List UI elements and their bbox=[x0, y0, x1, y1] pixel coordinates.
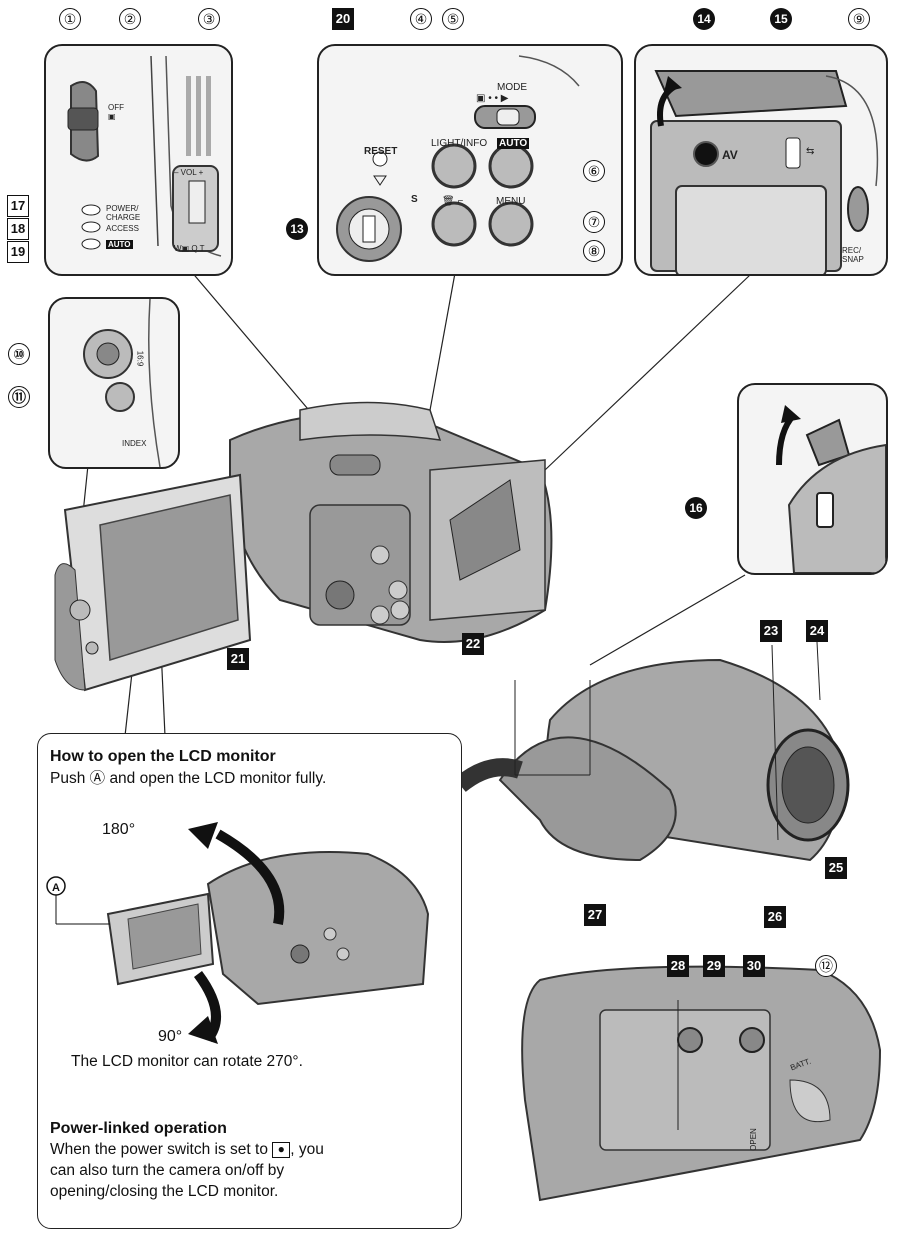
callout-16: 16 bbox=[685, 497, 707, 519]
mode-label: MODE bbox=[497, 82, 527, 93]
callout-2: ② bbox=[119, 8, 141, 30]
auto-led-label: AUTO bbox=[106, 240, 133, 249]
callout-5: ⑤ bbox=[442, 8, 464, 30]
light-info-label: LIGHT/INFO bbox=[431, 138, 488, 149]
angle-90: 90° bbox=[158, 1028, 183, 1045]
heading-power-linked: Power-linked operation bbox=[50, 1120, 227, 1137]
auto-label: AUTO bbox=[497, 138, 530, 149]
text-power-linked-3: opening/closing the LCD monitor. bbox=[50, 1183, 279, 1200]
access-label: ACCESS bbox=[106, 224, 139, 233]
zoom-label: W▣ Q T bbox=[174, 244, 205, 253]
callout-18: 18 bbox=[7, 218, 29, 240]
dc-port-illustration bbox=[776, 405, 886, 573]
text-power-linked-1: When the power switch is set to ●, you bbox=[50, 1140, 324, 1160]
callout-17: 17 bbox=[7, 195, 29, 217]
callout-3: ③ bbox=[198, 8, 220, 30]
mode-icons: ▣ • • ▶ bbox=[476, 93, 509, 104]
play-icon: ▣ bbox=[108, 112, 116, 121]
panel-connectors: AV ⇆ REC/ SNAP bbox=[634, 44, 888, 276]
callout-9: ⑨ bbox=[848, 8, 870, 30]
lcd-rotation-illustration bbox=[46, 822, 430, 1044]
rec-snap-label: REC/ SNAP bbox=[842, 246, 864, 264]
callout-28: 28 bbox=[667, 955, 689, 977]
angle-180: 180° bbox=[102, 821, 136, 838]
power-switch-illustration bbox=[67, 55, 222, 257]
callout-26: 26 bbox=[764, 906, 786, 928]
off-label: OFF bbox=[108, 103, 124, 112]
index-label: INDEX bbox=[122, 439, 147, 448]
heading-open-lcd: How to open the LCD monitor bbox=[50, 748, 276, 765]
callout-8: ⑧ bbox=[583, 240, 605, 262]
callout-30: 30 bbox=[743, 955, 765, 977]
callout-27: 27 bbox=[584, 904, 606, 926]
callout-13: 13 bbox=[286, 218, 308, 240]
callout-14: 14 bbox=[693, 8, 715, 30]
record-mode-icon: ● bbox=[272, 1141, 291, 1158]
volume-label: – VOL + bbox=[174, 168, 204, 177]
text-rotate: The LCD monitor can rotate 270°. bbox=[71, 1053, 303, 1070]
callout-1: ① bbox=[59, 8, 81, 30]
callout-6: ⑥ bbox=[583, 160, 605, 182]
callout-10: ⑩ bbox=[8, 343, 30, 365]
callout-11: ⑪ bbox=[8, 386, 30, 408]
info-box: How to open the LCD monitor Push Ⓐ and o… bbox=[37, 733, 462, 1229]
connectors-illustration bbox=[650, 70, 879, 274]
text-power-linked-2: can also turn the camera on/off by bbox=[50, 1162, 285, 1179]
s-label: S bbox=[411, 194, 418, 205]
callout-20: 20 bbox=[332, 8, 354, 30]
trash-icon: 🗑 ⌐ bbox=[442, 196, 464, 207]
callout-7: ⑦ bbox=[583, 211, 605, 233]
panel-side-controls: 16:9 INDEX bbox=[48, 297, 180, 469]
av-label: AV bbox=[722, 148, 738, 162]
callout-22: 22 bbox=[462, 633, 484, 655]
text-power-linked-1b: , you bbox=[290, 1141, 324, 1158]
text-open-lcd: Push Ⓐ and open the LCD monitor fully. bbox=[50, 770, 327, 787]
callout-4: ④ bbox=[410, 8, 432, 30]
text-power-linked-1a: When the power switch is set to bbox=[50, 1141, 268, 1158]
reset-label: RESET bbox=[364, 146, 398, 157]
callout-29: 29 bbox=[703, 955, 725, 977]
power-charge-label: POWER/ CHARGE bbox=[106, 204, 141, 222]
callout-15: 15 bbox=[770, 8, 792, 30]
callout-25: 25 bbox=[825, 857, 847, 879]
open-label: OPEN bbox=[748, 1128, 758, 1151]
callout-24: 24 bbox=[806, 620, 828, 642]
callout-23: 23 bbox=[760, 620, 782, 642]
callout-21: 21 bbox=[227, 648, 249, 670]
control-buttons-illustration bbox=[336, 55, 580, 262]
callout-12: ⑫ bbox=[815, 955, 837, 977]
usb-icon: ⇆ bbox=[806, 146, 815, 157]
side-controls-illustration bbox=[83, 299, 161, 467]
panel-dc-port bbox=[737, 383, 888, 575]
callout-19: 19 bbox=[7, 241, 29, 263]
marker-a: A bbox=[52, 882, 60, 894]
panel-power-switch: OFF ▣ – VOL + W▣ Q T POWER/ CHARGE ACCES… bbox=[44, 44, 233, 276]
panel-control-buttons: MODE ▣ • • ▶ RESET S LIGHT/INFO AUTO MEN… bbox=[317, 44, 623, 276]
menu-label: MENU bbox=[496, 196, 526, 207]
